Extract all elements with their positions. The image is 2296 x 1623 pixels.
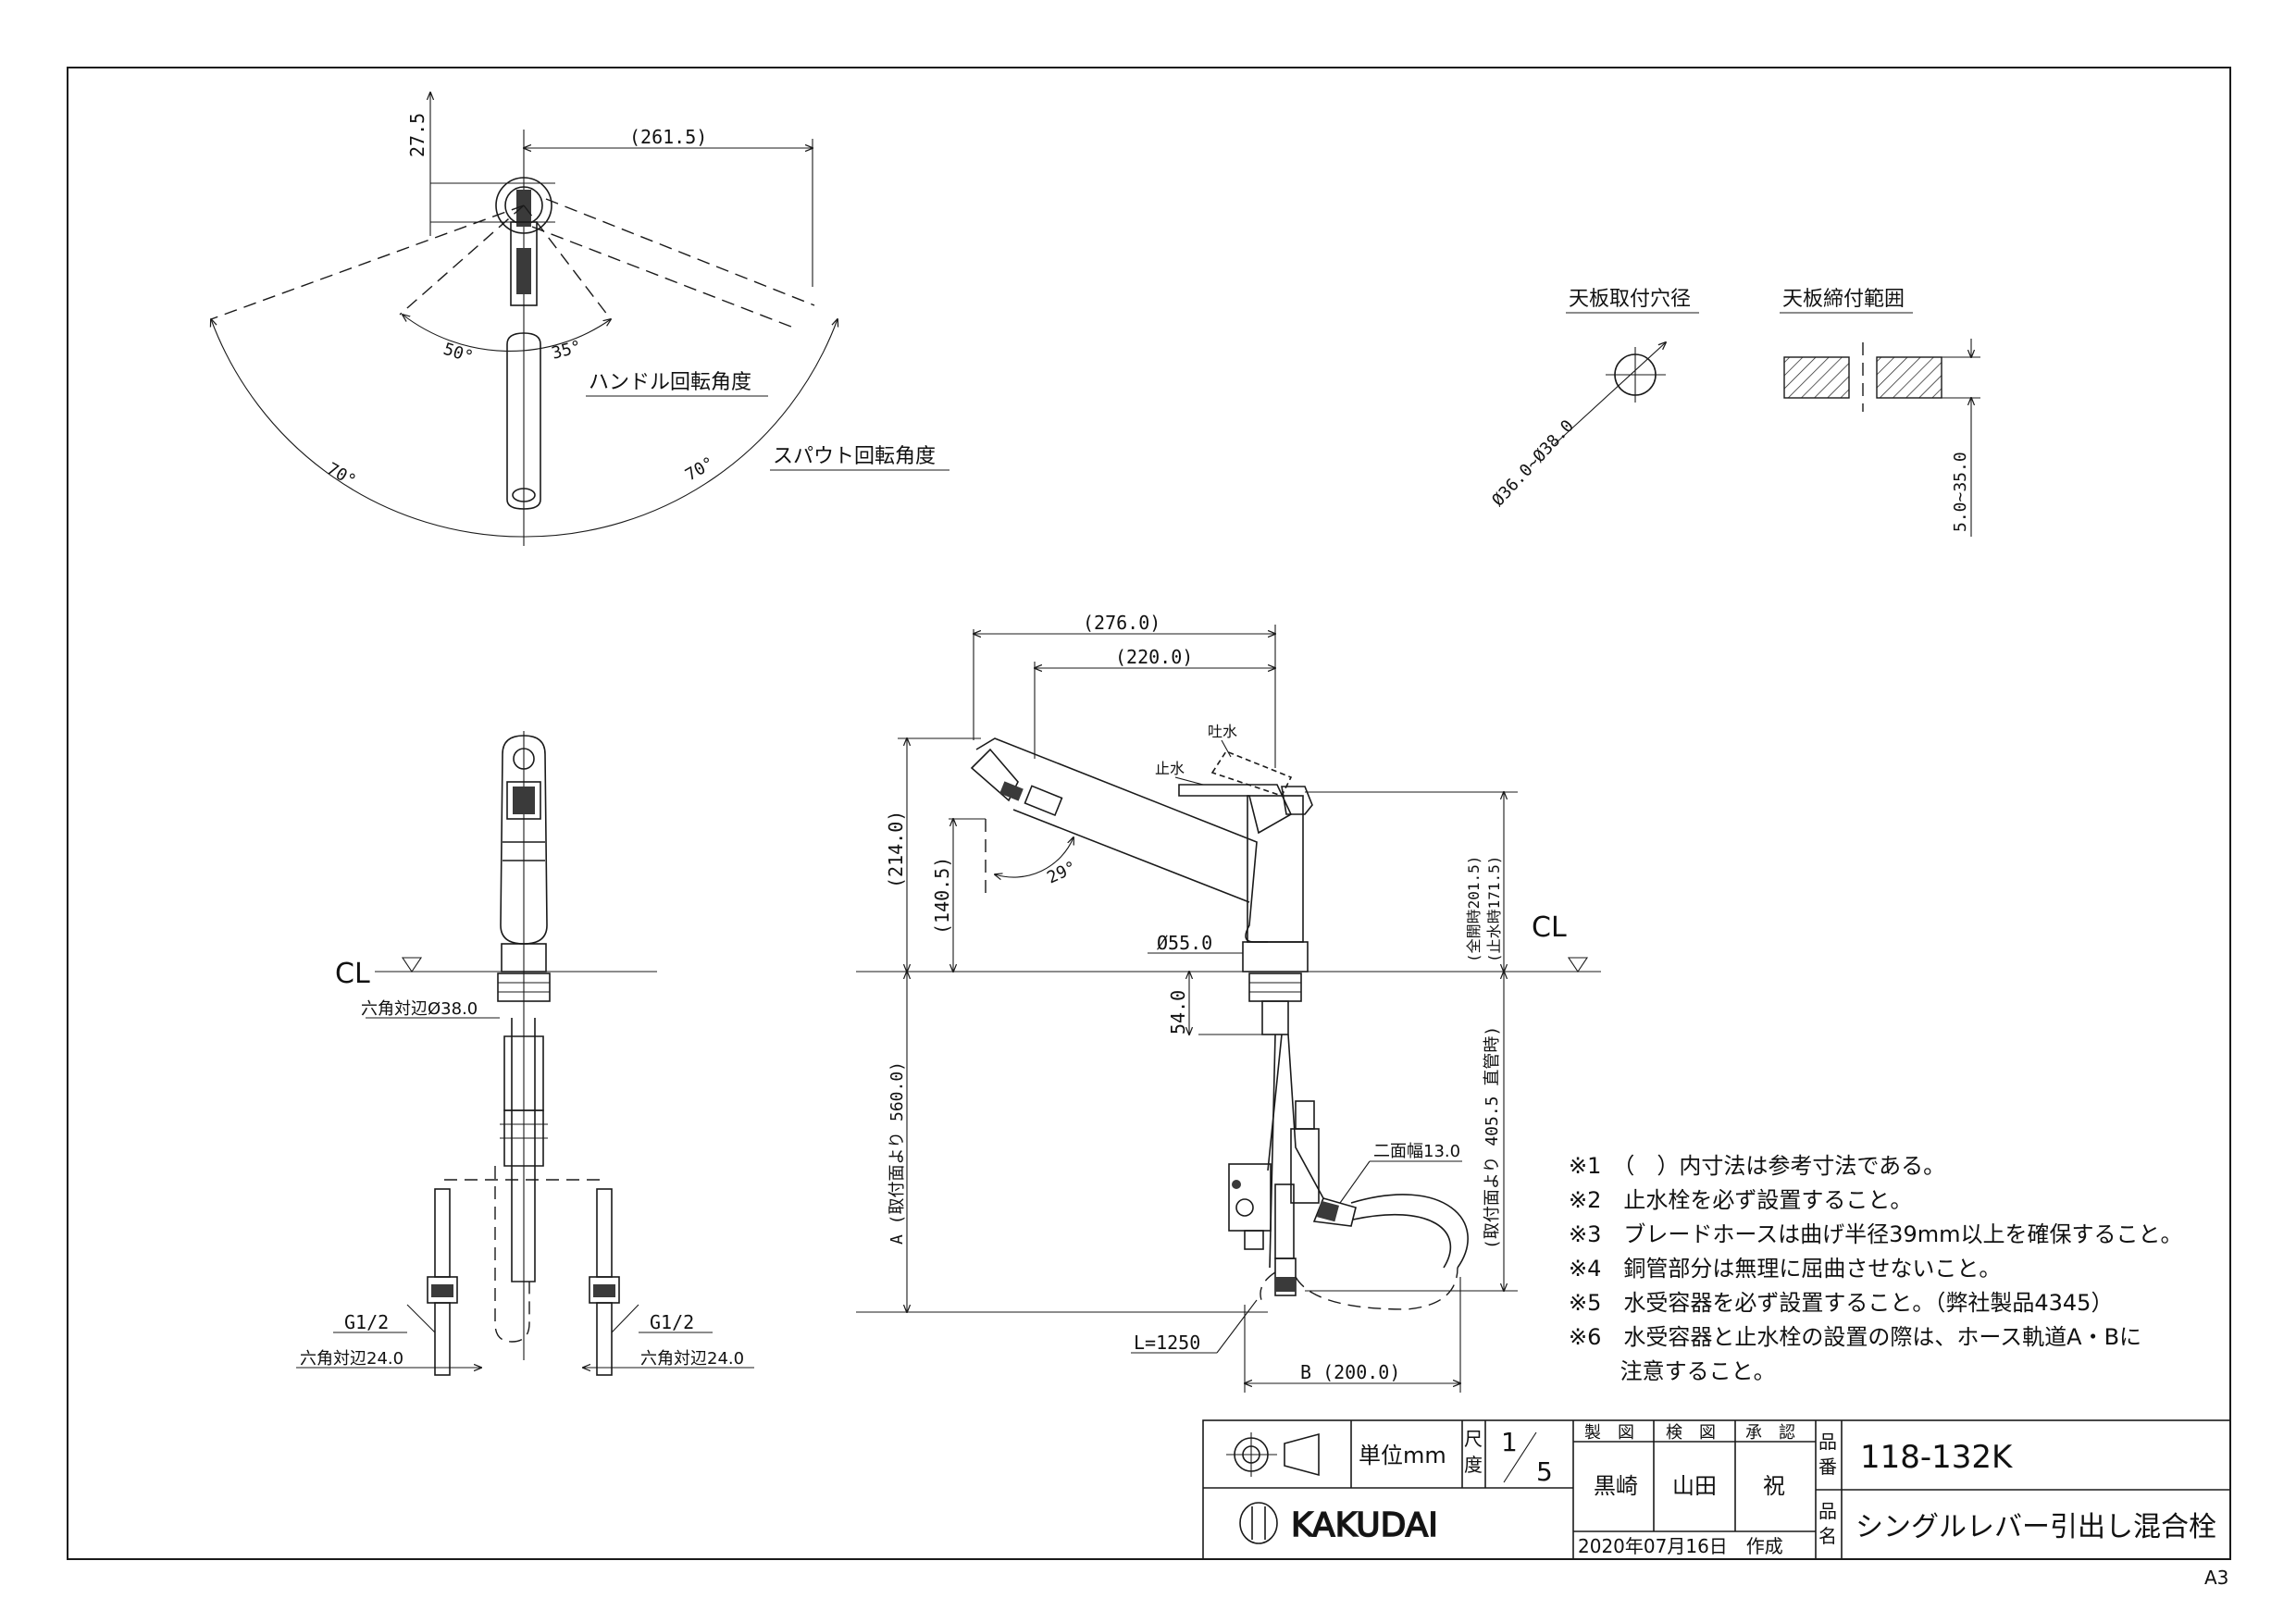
- title-block: 単位mm 尺 度 1 5 製 図 検 図 承 認 黒崎 山田 祝 2020年07…: [1202, 1419, 2231, 1560]
- part-name-label-1: 品: [1818, 1500, 1837, 1522]
- sheet-size: A3: [2204, 1567, 2228, 1589]
- angle-29: 29°: [1044, 858, 1079, 888]
- angle-50: 50°: [441, 340, 475, 367]
- dim-flats-13: 二面幅13.0: [1373, 1142, 1460, 1161]
- label-spout-rotation: スパウト回転角度: [773, 445, 936, 468]
- scale-label-2: 度: [1464, 1454, 1483, 1476]
- dim-clamp: 5.0~35.0: [1951, 452, 1970, 532]
- dim-lever-closed: (止水時171.5): [1485, 856, 1503, 962]
- cl-left: CL: [335, 958, 370, 990]
- part-number: 118-132K: [1860, 1439, 2014, 1476]
- unit-label: 単位mm: [1359, 1443, 1446, 1468]
- dim-27-5: 27.5: [406, 113, 428, 157]
- dim-220: (220.0): [1115, 646, 1193, 668]
- thread-left: G1/2: [344, 1311, 389, 1333]
- hole-title: 天板取付穴径: [1569, 288, 1691, 311]
- dim-276: (276.0): [1083, 612, 1160, 634]
- note-4: ※4 銅管部分は無理に屈曲させないこと。: [1569, 1256, 2001, 1282]
- logo-text: KAKUDAI: [1291, 1506, 1438, 1544]
- sheet-border: [67, 67, 2231, 1560]
- approved-by: 祝: [1763, 1473, 1785, 1499]
- note-1: ※1 （ ）内寸法は参考寸法である。: [1569, 1153, 1945, 1179]
- scale-label-1: 尺: [1464, 1428, 1483, 1450]
- scale-num: 1: [1501, 1427, 1518, 1457]
- front-spout: [500, 735, 548, 945]
- made-by: 黒崎: [1594, 1473, 1638, 1499]
- scale-den: 5: [1536, 1456, 1553, 1487]
- dim-b-200: B (200.0): [1300, 1361, 1400, 1383]
- cl-right: CL: [1532, 911, 1567, 944]
- front-view: CL 六角対辺Ø38.0 G1/2: [296, 731, 754, 1376]
- note-2: ※2 止水栓を必ず設置すること。: [1569, 1187, 1912, 1213]
- side-spout: [975, 737, 1268, 943]
- angle-35: 35°: [550, 337, 584, 364]
- label-handle-rotation: ハンドル回転角度: [589, 371, 751, 394]
- drawing-date: 2020年07月16日 作成: [1578, 1535, 1783, 1557]
- part-name: シングルレバー引出し混合栓: [1855, 1511, 2216, 1543]
- label-stop-water: 止水: [1155, 760, 1185, 777]
- part-name-label-2: 名: [1818, 1525, 1837, 1547]
- handle-head: [495, 177, 552, 234]
- dim-hex-24-right: 六角対辺24.0: [640, 1349, 744, 1369]
- made-label: 製 図: [1584, 1423, 1634, 1443]
- dim-140-5: (140.5): [931, 857, 953, 935]
- dim-diameter-55: Ø55.0: [1157, 932, 1212, 954]
- check-label: 検 図: [1666, 1423, 1716, 1443]
- side-view: CL (276.0) (220.0) (214.0) (140.5) 29° 止…: [856, 612, 1601, 1393]
- angle-70-right: 70°: [682, 453, 718, 485]
- dim-hose-length: L=1250: [1134, 1332, 1200, 1354]
- top-view: 27.5 (261.5) 50° 35° 70° 70° ハンドル回転角度 スパ…: [211, 93, 949, 546]
- hole-detail: 天板取付穴径 Ø36.0~Ø38.0 天板締付範囲 5.0~35.0: [1488, 288, 1980, 537]
- thread-right: G1/2: [650, 1311, 694, 1333]
- dim-214: (214.0): [885, 811, 907, 888]
- dim-54: 54.0: [1167, 990, 1189, 1035]
- dim-261-5: (261.5): [629, 126, 707, 148]
- dim-hex-38: 六角対辺Ø38.0: [361, 999, 478, 1019]
- clamp-title: 天板締付範囲: [1782, 288, 1905, 311]
- approve-label: 承 認: [1745, 1423, 1795, 1443]
- note-6-cont: 注意すること。: [1569, 1358, 1776, 1384]
- note-3: ※3 ブレードホースは曲げ半径39mm以上を確保すること。: [1569, 1221, 2182, 1247]
- note-6: ※6 水受容器と止水栓の設置の際は、ホース軌道A・Bに: [1569, 1324, 2141, 1350]
- part-no-label-1: 品: [1818, 1431, 1837, 1453]
- note-5: ※5 水受容器を必ず設置すること。（弊社製品4345）: [1569, 1290, 2113, 1316]
- dim-hex-24-left: 六角対辺24.0: [300, 1349, 403, 1369]
- part-no-label-2: 番: [1818, 1456, 1837, 1478]
- angle-70-left: 70°: [324, 459, 360, 490]
- dim-lever-open: (全開時201.5): [1465, 856, 1483, 962]
- kakudai-logo-icon: KAKUDAI: [1239, 1502, 1439, 1545]
- projection-symbol-icon: [1226, 1432, 1320, 1477]
- dim-hose-405: (取付面より 405.5 直管時): [1483, 1026, 1502, 1249]
- label-discharge: 吐水: [1208, 723, 1237, 740]
- checked-by: 山田: [1672, 1473, 1717, 1499]
- notes: ※1 （ ）内寸法は参考寸法である。 ※2 止水栓を必ず設置すること。 ※3 ブ…: [1569, 1153, 2182, 1384]
- dim-a-560: A (取付面より 560.0): [887, 1061, 907, 1245]
- spout-body-top: [506, 332, 541, 510]
- dim-hole: Ø36.0~Ø38.0: [1488, 416, 1578, 511]
